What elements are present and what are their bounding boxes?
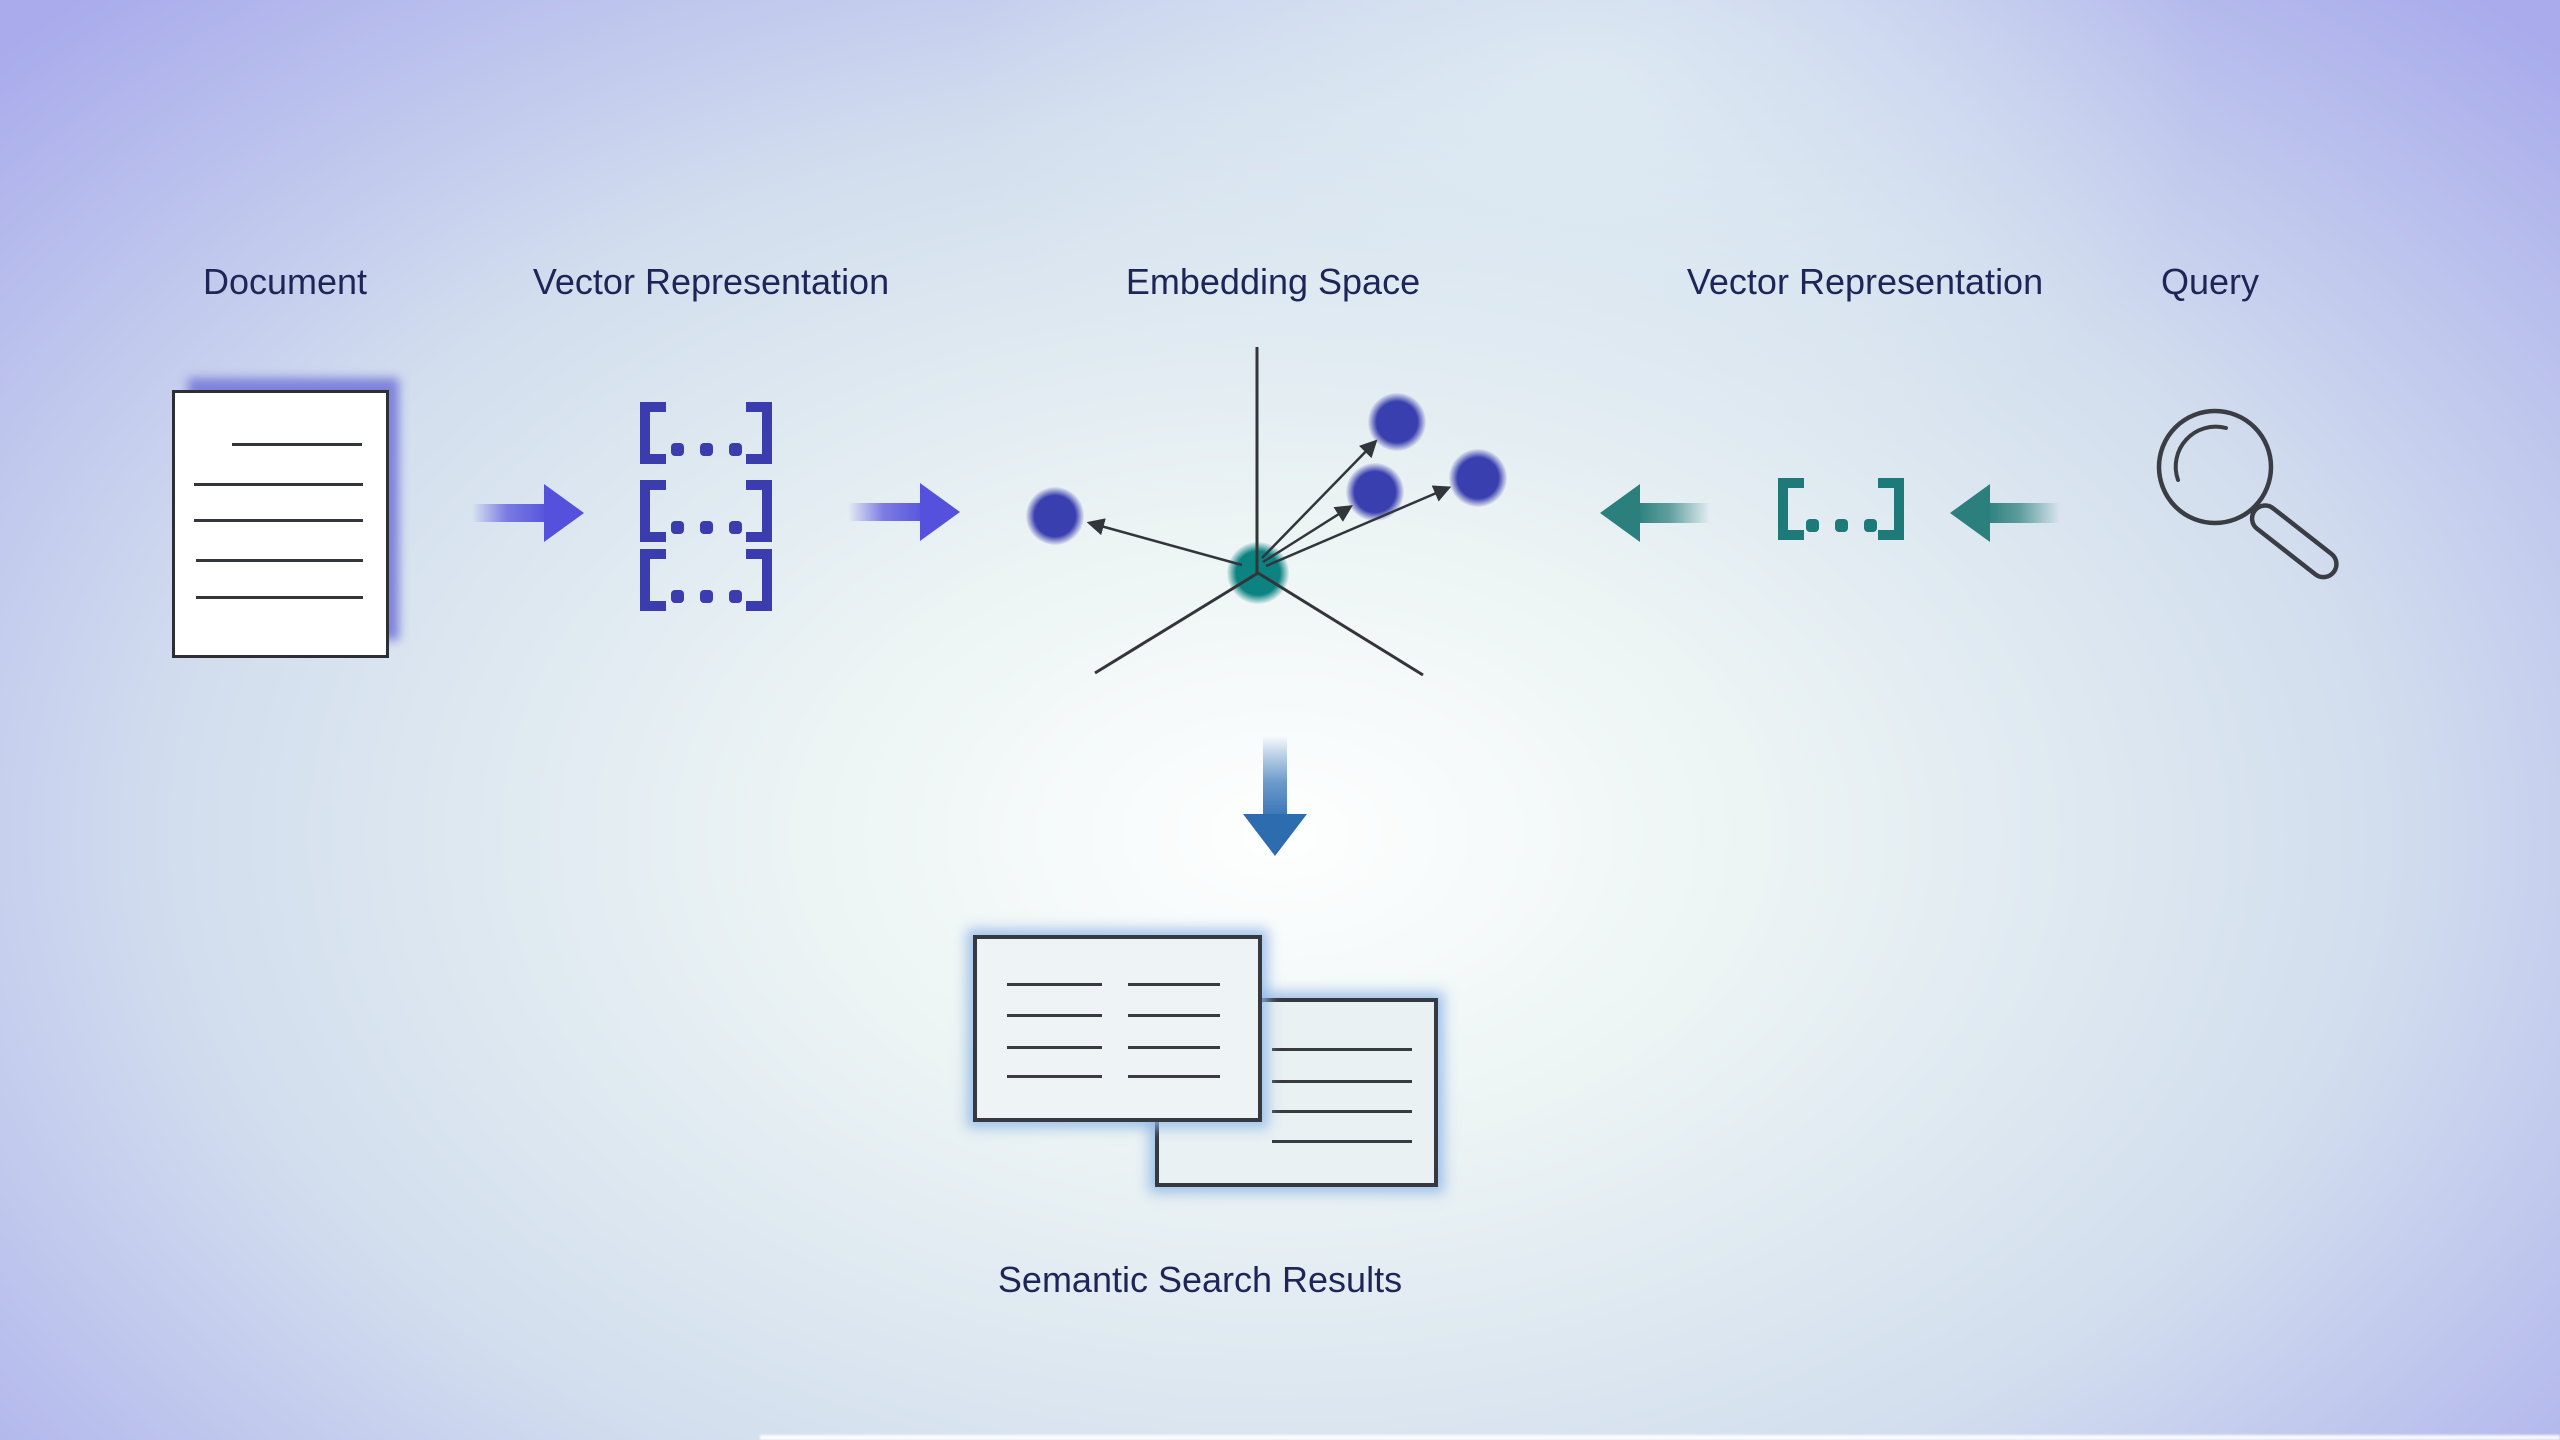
arrow-shaft (472, 504, 550, 522)
card-text-line (1128, 1014, 1220, 1017)
document-point-dot (1368, 393, 1426, 451)
vector-dots (640, 443, 772, 456)
arrow-head (1600, 484, 1640, 542)
document-text-line (196, 559, 363, 562)
bracket-right (746, 480, 772, 542)
vector-row-icon (640, 402, 772, 464)
document-page (172, 390, 389, 658)
label-query: Query (2160, 261, 2260, 302)
document-text-line (194, 483, 363, 486)
bracket-right (746, 402, 772, 464)
card-text-line (1007, 1014, 1102, 1017)
axis-line-left (1094, 571, 1259, 675)
arrow-shaft (1263, 736, 1287, 818)
arrow-shaft (1636, 503, 1710, 523)
similarity-arrow (1261, 439, 1378, 559)
bracket-right (746, 549, 772, 611)
results-arrow-icon (1243, 736, 1307, 856)
lens-circle (2156, 408, 2274, 526)
bracket-right (1878, 478, 1904, 540)
arrow-shaft (1986, 503, 2060, 523)
bracket-left (640, 549, 666, 611)
arrow-head (920, 483, 960, 541)
document-text-line (194, 519, 363, 522)
card-text-line (1272, 1048, 1412, 1051)
vector-dots (640, 590, 772, 603)
label-vector-representation-left: Vector Representation (532, 261, 890, 302)
vector-row-icon (640, 549, 772, 611)
document-text-line (196, 596, 363, 599)
card-text-line (1007, 983, 1102, 986)
vector-dots (640, 521, 772, 534)
card-text-line (1007, 1075, 1102, 1078)
vector-brackets-query-icon (1778, 478, 1904, 540)
search-icon (2156, 408, 2339, 580)
vector-row-icon (640, 480, 772, 542)
document-point-dot (1026, 487, 1084, 545)
doc-to-vector-arrow-icon (472, 484, 584, 542)
embedding-axes-icon (1086, 347, 1452, 677)
vector-dots (1778, 519, 1904, 532)
card-text-line (1272, 1140, 1412, 1143)
arrow-head (1243, 814, 1307, 856)
similarity-arrow (1086, 518, 1243, 567)
similarity-arrow (1262, 505, 1353, 564)
lens-highlight (2173, 424, 2228, 482)
document-point-dot (1449, 449, 1507, 507)
label-semantic-search-results: Semantic Search Results (997, 1259, 1403, 1300)
bracket-left (1778, 478, 1804, 540)
axis-line-right (1257, 571, 1424, 677)
card-text-line (1128, 1075, 1220, 1078)
bracket-left (640, 402, 666, 464)
vector-to-embedding-arrow-icon (848, 483, 960, 541)
arrow-shaft (848, 503, 926, 521)
card-text-line (1128, 1046, 1220, 1049)
result-card-front (973, 935, 1262, 1122)
label-embedding-space: Embedding Space (1125, 261, 1421, 302)
document-icon (160, 366, 410, 666)
query-to-vector-arrow-icon (1950, 484, 2060, 542)
card-text-line (1272, 1080, 1412, 1083)
magnifier-handle (2249, 503, 2339, 580)
bottom-highlight-strip (760, 1435, 2560, 1440)
label-vector-representation-right: Vector Representation (1686, 261, 2044, 302)
similarity-arrow (1265, 485, 1452, 568)
document-text-line (232, 443, 362, 446)
card-text-line (1272, 1110, 1412, 1113)
label-document: Document (202, 261, 368, 302)
card-text-line (1007, 1046, 1102, 1049)
vector-to-embedding-left-arrow-icon (1600, 484, 1710, 542)
bracket-left (640, 480, 666, 542)
card-text-line (1128, 983, 1220, 986)
arrow-head (1950, 484, 1990, 542)
arrow-head (544, 484, 584, 542)
